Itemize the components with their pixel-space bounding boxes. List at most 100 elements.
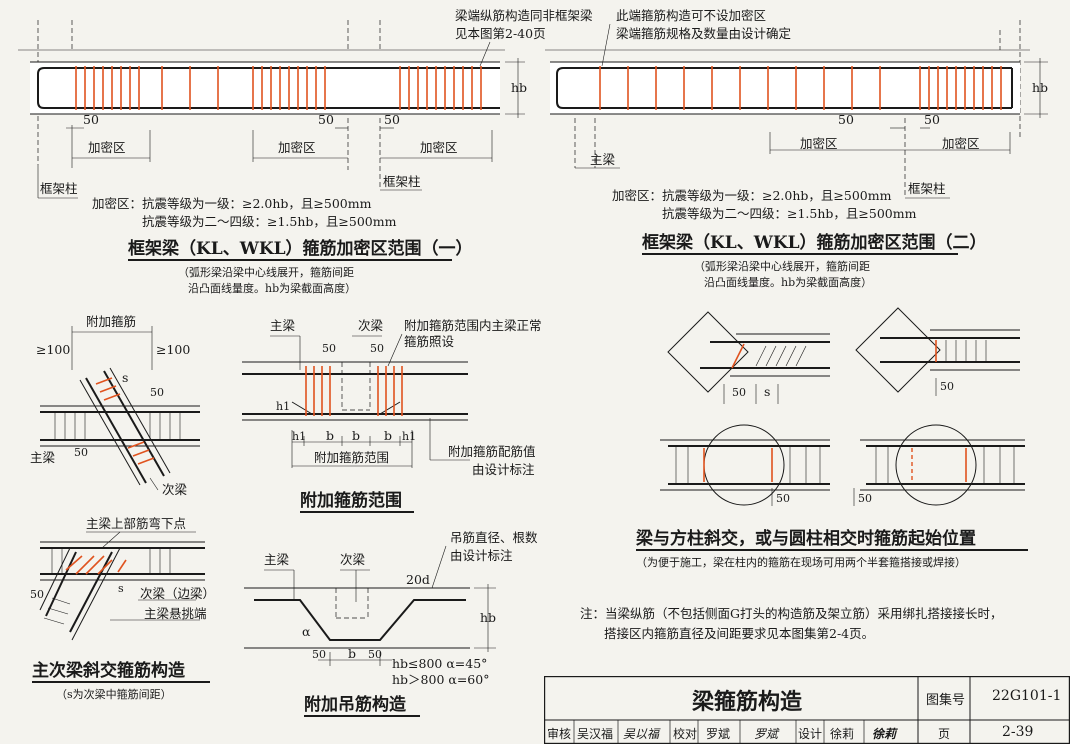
cross-beam-stirrup: 主梁上部筋弯下点 s 次梁（边梁） 主梁悬挑端 50 主次梁斜交箍筋构造 （s为… [30,516,215,701]
checker-signature: 罗斌 [754,727,779,741]
dim-50: 50 [74,446,88,459]
densified-zone-label: 加密区 [942,136,980,151]
dim-50: 50 [384,112,400,127]
hanger-note: 由设计标注 [450,548,513,563]
beam-body [550,62,1020,114]
sub-beam-label: 次梁 [340,552,366,567]
dim-50: 50 [940,380,954,393]
column-intersection: 50 s 50 50 50 [635,307,1028,569]
dim-50: 50 [732,386,746,399]
stirrup-group [95,377,155,465]
frame-column-label: 框架柱 [383,174,421,189]
figure-subtitle: （弧形梁沿梁中心线展开，箍筋间距 [178,265,354,279]
designer-name: 徐莉 [830,727,855,741]
figure-subtitle: （s为次梁中箍筋间距） [56,687,172,701]
length-20d-label: 20d [406,572,430,587]
frame-column-label: 框架柱 [40,181,78,196]
stirrup-group [599,66,1002,110]
angle-rule: hb≤800 α=45° [392,656,487,671]
design-label: 设计 [798,727,823,741]
dim-50: 50 [838,112,854,127]
range-label: 附加箍筋范围 [314,450,389,465]
page-number: 2-39 [1002,724,1034,740]
review-label: 审核 [547,727,572,741]
dim-50: 50 [924,112,940,127]
b-label: b [352,428,360,443]
main-beam-label: 主梁 [264,552,290,567]
figure-title: 附加箍筋范围 [300,490,402,511]
dim-50: 50 [858,492,872,505]
densified-zone-label: 加密区 [88,140,126,155]
densified-zone-label: 加密区 [800,136,838,151]
stirrup-note: 梁端箍筋规格及数量由设计确定 [616,26,791,41]
oblique-extra-stirrup: 附加箍筋 ≥100 ≥100 s 50 50 主梁 次梁 [30,314,200,497]
dim-50: 50 [312,648,326,661]
general-note: 注：当梁纵筋（不包括侧面G打头的构造筋及架立筋）采用绑扎搭接接长时， [580,606,1003,621]
figure-subtitle: 沿凸面线量度。hb为梁截面高度） [704,275,872,289]
densified-zone-label: 加密区 [420,140,458,155]
dim-50: 50 [30,588,44,601]
range-note: 箍筋照设 [404,334,455,349]
figure-title: 框架梁（KL、WKL）箍筋加密区范围（二） [642,232,987,253]
stirrup-group [43,555,127,625]
dim-50: 50 [370,342,384,355]
figure-subtitle: 沿凸面线量度。hb为梁截面高度） [188,281,356,295]
dim-50: 50 [368,648,382,661]
spacing-s-label: s [122,370,128,385]
hanger-note: 吊筋直径、根数 [450,530,538,545]
stirrup-group [75,66,482,110]
beam-end-note: 梁端纵筋构造同非框架梁 [455,8,593,23]
min-100-label: ≥100 [156,342,190,357]
title-block: 梁箍筋构造 图集号 22G101-1 审核 吴汉福 吴以福 校对 罗斌 罗斌 设… [544,676,1070,744]
spacing-s-label: s [118,582,124,595]
reviewer-signature: 吴以福 [623,727,660,741]
extra-stirrup-range: 主梁 次梁 50 50 附加箍筋范围内主梁正常 箍筋照设 h1 h1 b b b [242,318,542,513]
h1-label: h1 [276,400,290,413]
designer-signature: 徐莉 [872,727,897,741]
hb-label: hb [511,80,527,95]
hanger-rebar [254,599,466,641]
range-rule: 抗震等级为二～四级：≥1.5hb，且≥500mm [662,206,917,221]
range-note: 附加箍筋范围内主梁正常 [404,318,542,333]
stirrup-group [305,366,403,416]
angle-rule: hb＞800 α=60° [392,672,489,687]
extra-stirrup-label: 附加箍筋 [86,314,136,329]
check-label: 校对 [673,727,698,741]
figure-subtitle: （弧形梁沿梁中心线展开，箍筋间距 [694,259,870,273]
sub-beam-label: 次梁 [358,318,384,333]
beam-body [30,62,500,114]
cantilever-label: 主梁悬挑端 [144,606,207,621]
figure-subtitle: （为便于施工，梁在柱内的箍筋在现场可用两个半套箍搭接或焊接） [636,555,966,569]
dim-50: 50 [83,112,99,127]
hooked-bar [37,67,56,109]
dim-50: 50 [318,112,334,127]
page-label: 页 [938,727,951,741]
main-beam-label: 主梁 [270,318,296,333]
alpha-label: α [302,624,311,639]
beam-end-note: 见本图第2-40页 [455,26,546,41]
b-label: b [348,646,356,661]
reviewer-name: 吴汉福 [577,727,614,741]
drawing-title: 梁箍筋构造 [692,689,803,715]
range-rule: 加密区：抗震等级为一级：≥2.0hb，且≥500mm [92,196,372,211]
bend-point-label: 主梁上部筋弯下点 [86,516,186,531]
densified-zone-label: 加密区 [278,140,316,155]
hanger-bar: 主梁 次梁 吊筋直径、根数 由设计标注 20d hb α 50 b 50 hb≤… [244,530,538,717]
range-rule: 加密区：抗震等级为一级：≥2.0hb，且≥500mm [612,188,892,203]
figure-title: 附加吊筋构造 [304,694,407,715]
h1-label: h1 [402,430,416,443]
main-beam-label: 主梁 [30,450,56,465]
edge-beam-label: 次梁（边梁） [140,586,215,601]
h1-label: h1 [292,430,306,443]
spacing-s-label: s [764,384,770,399]
atlas-label: 图集号 [926,693,966,708]
frame-column-label: 框架柱 [908,181,946,196]
dim-50: 50 [322,342,336,355]
frame-beam-zone-1: hb 梁端纵筋构造同非框架梁 见本图第2-40页 50 50 50 加密区 加密… [18,8,593,295]
general-note: 搭接区内箍筋直径及间距要求见本图集第2-4页。 [604,626,874,641]
figure-title: 框架梁（KL、WKL）箍筋加密区范围（一） [128,238,473,259]
main-beam-label: 主梁 [590,152,616,167]
checker-name: 罗斌 [706,727,731,741]
b-label: b [326,428,334,443]
range-note: 由设计标注 [472,462,535,477]
